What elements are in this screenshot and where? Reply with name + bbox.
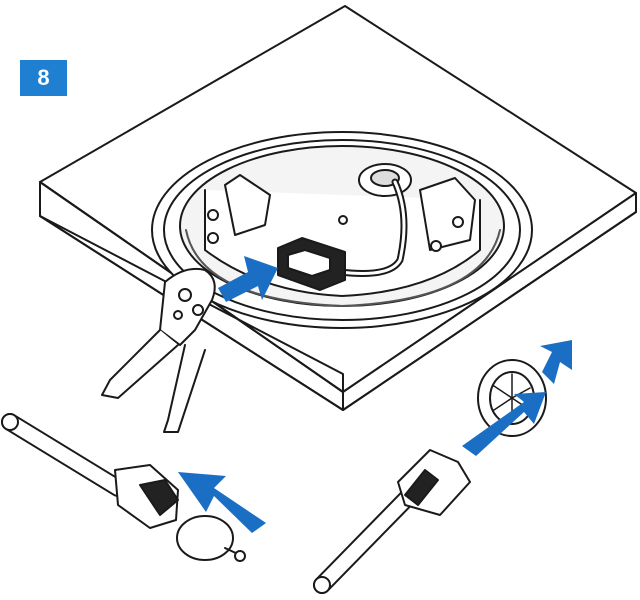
crimping-tool-icon [101,267,216,433]
rj45-connector-icon [397,449,471,516]
ethernet-cable-icon [1,413,127,497]
cable-boot-icon [176,515,246,562]
rj45-connector-icon [114,464,179,529]
insert-arrow-icon [178,256,572,533]
ethernet-cable-icon [313,486,419,594]
step-number-badge: 8 [20,60,67,96]
